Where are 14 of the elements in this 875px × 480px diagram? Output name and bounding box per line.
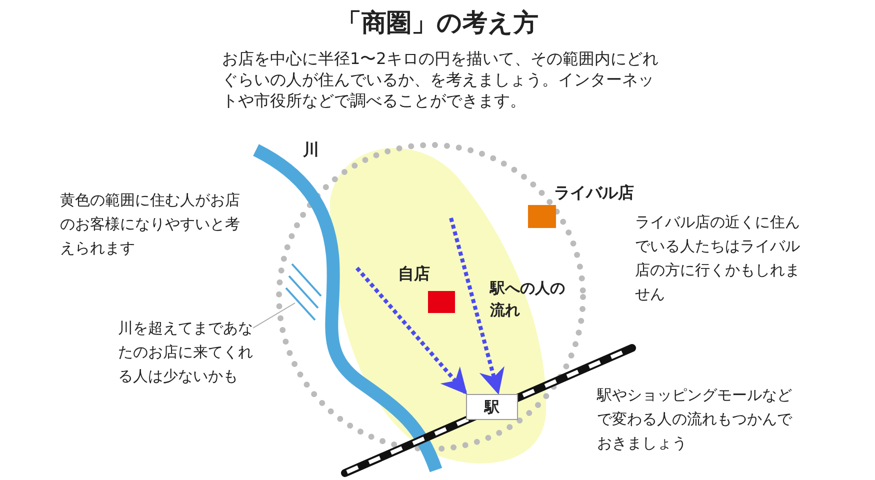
arrow: [449, 217, 504, 395]
arrow: [356, 266, 468, 395]
note-text: 川を超えてまであなたのお店に来てくれる人は少ないかも: [118, 316, 253, 388]
intro-text: お店を中心に半径1〜2キロの円を描いて、その範囲内にどれぐらいの人が住んでいるか、を考えましょう。インターネットや市役所などで調べることができます。: [222, 48, 660, 111]
river-label: 川: [303, 139, 319, 160]
note-text: ライバル店の近くに住んでいる人たちはライバル店の方に行くかもしれません: [635, 212, 800, 305]
note-text: 駅やショッピングモールなどで変わる人の流れもつかんでおきましょう: [597, 385, 794, 454]
store-label: 自店: [398, 264, 430, 285]
leader-line: [252, 302, 296, 328]
station-box: 駅: [466, 394, 518, 420]
rival-store-label: ライバル店: [554, 183, 634, 204]
title: 「商圏」の考え方: [336, 7, 540, 39]
flow-label: 駅への人の流れ: [490, 278, 565, 321]
note-text: 黄色の範囲に住む人がお店のお客様になりやすいと考えられます: [60, 190, 241, 259]
